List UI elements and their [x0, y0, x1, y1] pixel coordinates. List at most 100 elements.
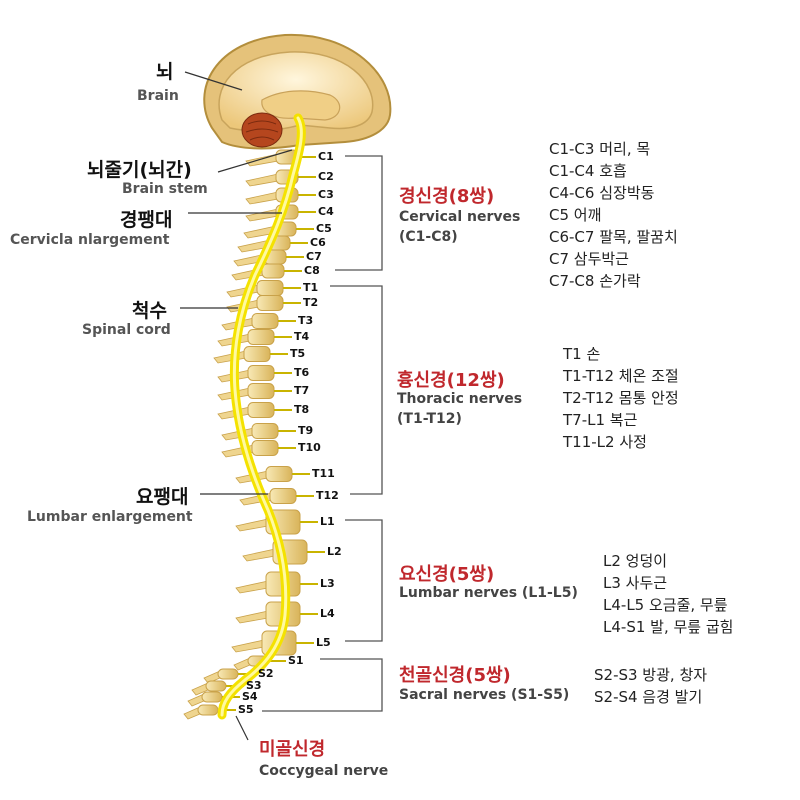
vertebra-label-c6: C6	[310, 236, 326, 249]
lumbar-enlargement-label-ko: 요팽대	[136, 482, 188, 509]
spinous-process	[232, 640, 264, 652]
vertebra-label-t10: T10	[298, 441, 321, 454]
function-item: T1 손	[563, 343, 679, 365]
vertebra-t7	[248, 384, 274, 399]
cerebellum	[242, 113, 282, 147]
spinous-process	[246, 209, 278, 221]
coccygeal-label-en: Coccygeal nerve	[259, 763, 388, 779]
function-item: T2-T12 몸통 안정	[563, 387, 679, 409]
vertebra-label-l2: L2	[327, 545, 342, 558]
vertebra-t3	[252, 314, 278, 329]
sacral-group-title-ko: 천골신경(5쌍)	[399, 661, 511, 687]
vertebra-label-t12: T12	[316, 489, 339, 502]
vertebra-t12	[270, 489, 296, 504]
cervical-group-title-en: Cervical nerves	[399, 209, 520, 225]
vertebra-t5	[244, 347, 270, 362]
vertebra-t10	[252, 441, 278, 456]
vertebra-c8	[262, 264, 284, 278]
vertebra-label-l5: L5	[316, 636, 331, 649]
function-item: T1-T12 체온 조절	[563, 365, 679, 387]
brain-label-ko: 뇌	[156, 57, 173, 84]
function-item: C6-C7 팔목, 팔꿈치	[549, 226, 678, 248]
vertebra-label-t9: T9	[298, 424, 313, 437]
thoracic-group-range: (T1-T12)	[397, 411, 462, 427]
vertebra-t6	[248, 366, 274, 381]
vertebra-label-c8: C8	[304, 264, 320, 277]
spinous-process	[188, 694, 204, 706]
function-item: S2-S3 방광, 창자	[594, 664, 707, 686]
vertebra-label-t6: T6	[294, 366, 309, 379]
vertebra-label-t8: T8	[294, 403, 309, 416]
vertebra-label-t11: T11	[312, 467, 335, 480]
brain-label-en: Brain	[137, 88, 179, 104]
spinous-process	[234, 658, 250, 670]
lumbar-enlargement-label-en: Lumbar enlargement	[27, 509, 193, 525]
spinous-process	[246, 174, 278, 186]
cervical-group-title-ko: 경신경(8쌍)	[399, 182, 494, 208]
function-item: C1-C4 호흡	[549, 160, 678, 182]
vertebra-t4	[248, 330, 274, 345]
vertebra-label-t4: T4	[294, 330, 309, 343]
spinal-cord-label-en: Spinal cord	[82, 322, 171, 338]
cervical-enlargement-label-ko: 경팽대	[120, 205, 172, 232]
brainstem-label-en: Brain stem	[122, 181, 208, 197]
spinous-process	[236, 519, 268, 531]
cervical-group-range: (C1-C8)	[399, 229, 458, 245]
vertebra-label-t7: T7	[294, 384, 309, 397]
lumbar-group-title-en: Lumbar nerves (L1-L5)	[399, 585, 578, 601]
sacral-group-title-en: Sacral nerves (S1-S5)	[399, 687, 569, 703]
vertebra-label-t2: T2	[303, 296, 318, 309]
vertebra-s2	[218, 669, 238, 679]
vertebra-t9	[252, 424, 278, 439]
vertebra-s5	[198, 705, 218, 715]
spinal-cord-label-ko: 척수	[132, 296, 167, 323]
vertebra-t8	[248, 403, 274, 418]
spinous-process	[236, 611, 268, 623]
thoracic-group-title-ko: 흉신경(12쌍)	[397, 366, 505, 392]
vertebra-label-l1: L1	[320, 515, 335, 528]
thoracic-function-list: T1 손 T1-T12 체온 조절 T2-T12 몸통 안정 T7-L1 복근 …	[563, 343, 679, 453]
vertebra-label-c1: C1	[318, 150, 334, 163]
function-item: L4-S1 발, 무릎 굽힘	[603, 616, 733, 638]
vertebra-label-s5: S5	[238, 703, 254, 716]
function-item: C4-C6 심장박동	[549, 182, 678, 204]
function-item: C1-C3 머리, 목	[549, 138, 678, 160]
function-item: T7-L1 복근	[563, 409, 679, 431]
vertebra-label-s1: S1	[288, 654, 304, 667]
function-item: L4-L5 오금줄, 무릎	[603, 594, 733, 616]
vertebra-label-c4: C4	[318, 205, 334, 218]
spinous-process	[214, 351, 246, 363]
spinous-process	[243, 549, 275, 561]
spinous-process	[236, 581, 268, 593]
vertebra-s3	[206, 681, 226, 691]
vertebra-label-t5: T5	[290, 347, 305, 360]
coccygeal-label-ko: 미골신경	[259, 735, 325, 761]
cervical-function-list: C1-C3 머리, 목 C1-C4 호흡 C4-C6 심장박동 C5 어깨 C6…	[549, 138, 678, 292]
function-item: L3 사두근	[603, 572, 733, 594]
vertebra-label-l4: L4	[320, 607, 335, 620]
vertebra-t2	[257, 296, 283, 311]
vertebra-label-c7: C7	[306, 250, 322, 263]
spinous-process	[246, 192, 278, 204]
brainstem-label-ko: 뇌줄기(뇌간)	[87, 155, 192, 182]
vertebra-label-c5: C5	[316, 222, 332, 235]
vertebra-label-t1: T1	[303, 281, 318, 294]
vertebra-t1	[257, 281, 283, 296]
vertebra-label-c2: C2	[318, 170, 334, 183]
function-item: C7 삼두박근	[549, 248, 678, 270]
lumbar-function-list: L2 엉덩이 L3 사두근 L4-L5 오금줄, 무릎 L4-S1 발, 무릎 …	[603, 550, 733, 638]
vertebra-label-l3: L3	[320, 577, 335, 590]
thoracic-group-title-en: Thoracic nerves	[397, 391, 522, 407]
vertebra-t11	[266, 467, 292, 482]
function-item: C7-C8 손가락	[549, 270, 678, 292]
cervical-enlargement-label-en: Cervicla nlargement	[10, 232, 169, 248]
vertebra-label-s4: S4	[242, 690, 258, 703]
vertebra-s4	[202, 692, 222, 702]
vertebra-label-t3: T3	[298, 314, 313, 327]
function-item: S2-S4 음경 발기	[594, 686, 707, 708]
vertebra-label-c3: C3	[318, 188, 334, 201]
function-item: T11-L2 사정	[563, 431, 679, 453]
lumbar-group-title-ko: 요신경(5쌍)	[399, 560, 494, 586]
sacral-function-list: S2-S3 방광, 창자 S2-S4 음경 발기	[594, 664, 707, 708]
spinous-process	[184, 707, 200, 719]
